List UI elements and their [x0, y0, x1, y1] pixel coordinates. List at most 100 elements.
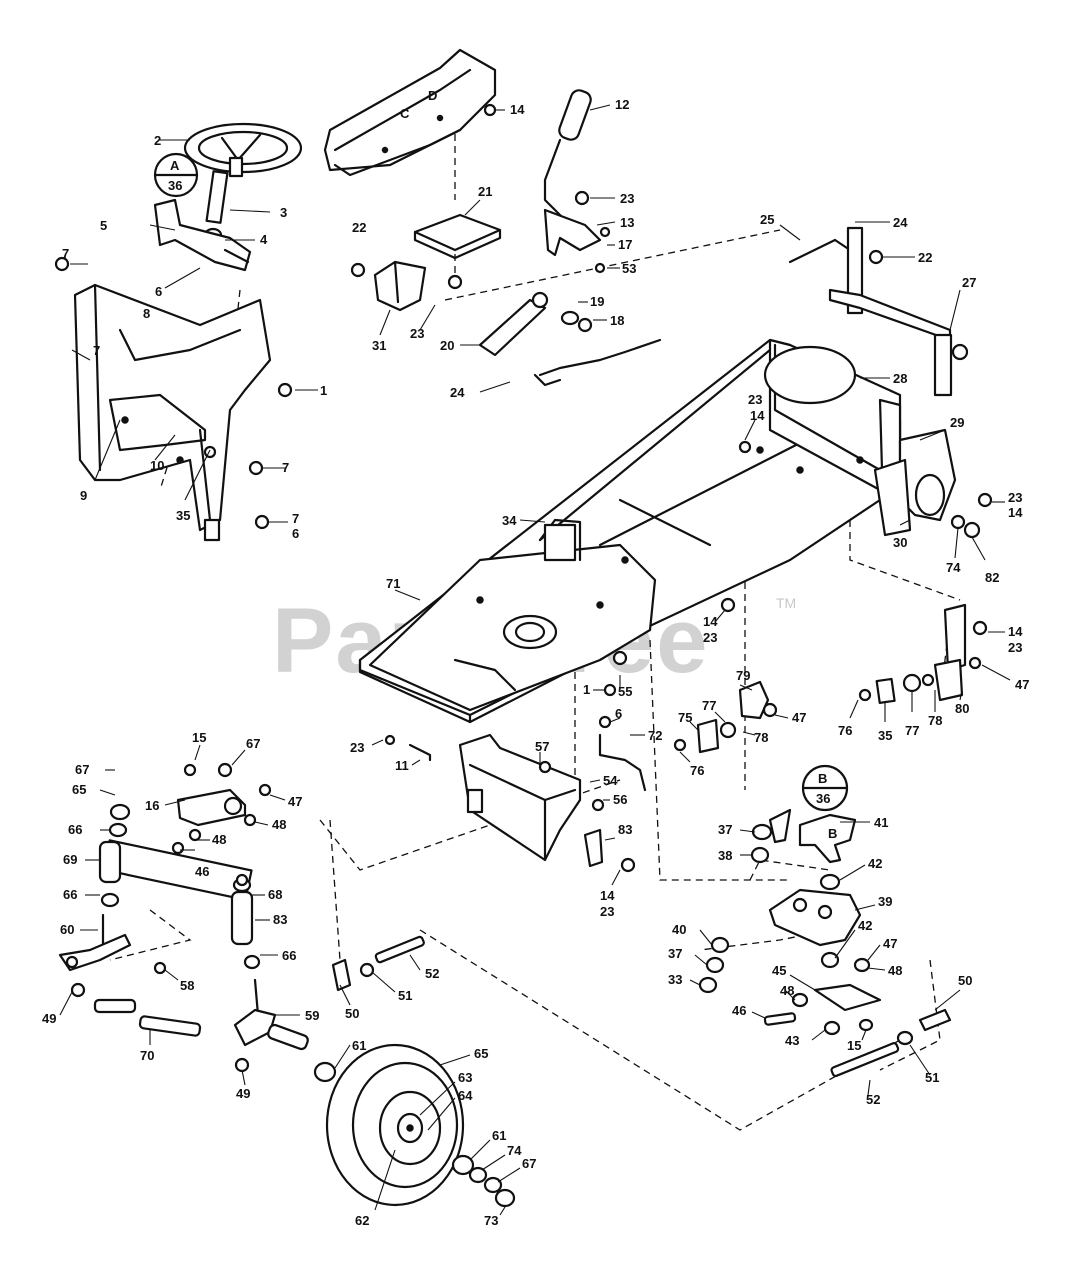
- plate-letter-c: C: [400, 106, 410, 121]
- label-l4: 4: [260, 232, 268, 247]
- label-l23d: 23: [1008, 490, 1022, 505]
- dash-panel: [73, 283, 272, 542]
- label-l33: 33: [668, 972, 682, 987]
- spindles: [58, 913, 309, 1051]
- label-l31: 31: [372, 338, 386, 353]
- label-l50b: 50: [958, 973, 972, 988]
- steering-gear: B 36 B: [698, 764, 914, 1046]
- label-l52a: 52: [425, 966, 439, 981]
- label-l7c: 7: [292, 511, 299, 526]
- label-l78a: 78: [928, 713, 942, 728]
- label-l42b: 42: [858, 918, 872, 933]
- label-l70: 70: [140, 1048, 154, 1063]
- label-l14b: 14: [750, 408, 765, 423]
- label-l47b: 47: [792, 710, 806, 725]
- label-l63: 63: [458, 1070, 472, 1085]
- label-l7d: 7: [62, 246, 69, 261]
- label-l53: 53: [622, 261, 636, 276]
- label-l49b: 49: [236, 1086, 250, 1101]
- main-frame: [358, 338, 957, 724]
- plate-letter-b: B: [828, 826, 837, 841]
- label-l55: 55: [618, 684, 632, 699]
- label-l72: 72: [648, 728, 662, 743]
- callout-b-ref: 36: [816, 791, 830, 806]
- label-l48c: 48: [888, 963, 902, 978]
- label-l58: 58: [180, 978, 194, 993]
- label-l15a: 15: [192, 730, 206, 745]
- label-l20: 20: [440, 338, 454, 353]
- label-l74b: 74: [507, 1143, 522, 1158]
- label-l23g: 23: [350, 740, 364, 755]
- label-l21: 21: [478, 184, 492, 199]
- label-l6b: 6: [292, 526, 299, 541]
- lift-lever: [543, 89, 602, 257]
- label-l64: 64: [458, 1088, 473, 1103]
- label-l22b: 22: [918, 250, 932, 265]
- steering-wheel: [183, 122, 303, 178]
- label-l37a: 37: [718, 822, 732, 837]
- front-wheel: [313, 1043, 516, 1208]
- label-l10: 10: [150, 458, 164, 473]
- label-l65b: 65: [474, 1046, 488, 1061]
- leader-lines: [59, 104, 1011, 1216]
- label-l30: 30: [893, 535, 907, 550]
- seat-pan: C D: [323, 48, 497, 177]
- label-l77b: 77: [702, 698, 716, 713]
- bolt-11: [408, 743, 432, 762]
- label-l54: 54: [603, 773, 618, 788]
- label-l60: 60: [60, 922, 74, 937]
- label-l6: 6: [155, 284, 162, 299]
- label-l27: 27: [962, 275, 976, 290]
- label-l76a: 76: [838, 723, 852, 738]
- label-l66c: 66: [282, 948, 296, 963]
- label-l6c: 6: [615, 706, 622, 721]
- callout-a-ref: 36: [168, 178, 182, 193]
- label-l51b: 51: [925, 1070, 939, 1085]
- label-l43: 43: [785, 1033, 799, 1048]
- label-l5: 5: [100, 218, 107, 233]
- label-l24b: 24: [893, 215, 908, 230]
- axle-bracket: [458, 733, 604, 868]
- label-l1: 1: [320, 383, 327, 398]
- label-l66a: 66: [68, 822, 82, 837]
- label-l73: 73: [484, 1213, 498, 1228]
- callout-a: A 36: [153, 152, 199, 198]
- label-l75: 75: [678, 710, 692, 725]
- label-l29: 29: [950, 415, 964, 430]
- label-l9: 9: [80, 488, 87, 503]
- callout-b-letter: B: [818, 771, 827, 786]
- label-l50a: 50: [345, 1006, 359, 1021]
- label-l28: 28: [893, 371, 907, 386]
- label-l8: 8: [143, 306, 150, 321]
- label-l7a: 7: [93, 343, 100, 358]
- label-l52b: 52: [866, 1092, 880, 1107]
- label-l66b: 66: [63, 887, 77, 902]
- watermark-trademark: TM: [776, 595, 796, 611]
- label-l51a: 51: [398, 988, 412, 1003]
- label-l76b: 76: [690, 763, 704, 778]
- label-l23a: 23: [620, 191, 634, 206]
- label-l38: 38: [718, 848, 732, 863]
- label-l14f: 14: [600, 888, 615, 903]
- label-l83b: 83: [273, 912, 287, 927]
- label-l68: 68: [268, 887, 282, 902]
- label-l47d: 47: [883, 936, 897, 951]
- label-l19: 19: [590, 294, 604, 309]
- label-l11: 11: [395, 758, 409, 773]
- lift-link: [478, 291, 662, 387]
- rod-72: [598, 733, 647, 792]
- label-l40: 40: [672, 922, 686, 937]
- label-l25: 25: [760, 212, 774, 227]
- label-l80: 80: [955, 701, 969, 716]
- label-l71: 71: [386, 576, 400, 591]
- label-l45: 45: [772, 963, 786, 978]
- label-l14e: 14: [1008, 624, 1023, 639]
- label-l74a: 74: [946, 560, 961, 575]
- label-l57: 57: [535, 739, 549, 754]
- label-l69: 69: [63, 852, 77, 867]
- label-l65: 65: [72, 782, 86, 797]
- label-l59: 59: [305, 1008, 319, 1023]
- label-l23c: 23: [748, 392, 762, 407]
- label-l67b: 67: [246, 736, 260, 751]
- rear-lift-shaft: [788, 226, 969, 397]
